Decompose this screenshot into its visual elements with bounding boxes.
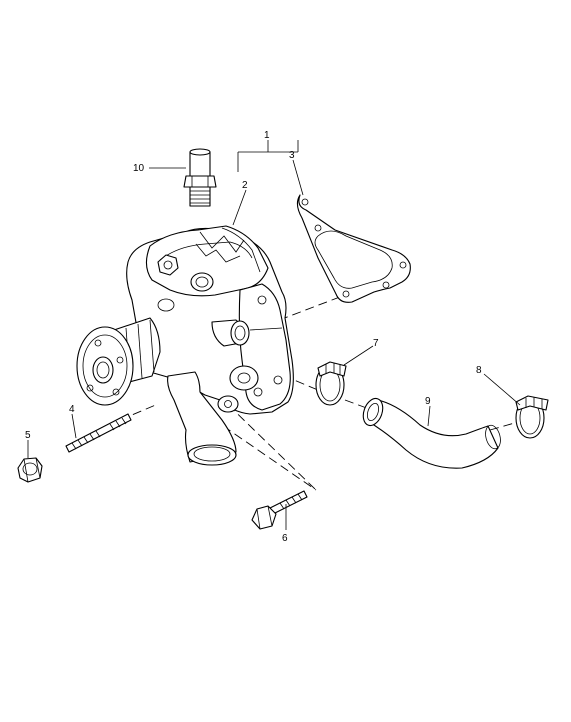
hose-clamp-part-8	[515, 395, 549, 439]
bolt-part-6	[251, 490, 308, 530]
leader-lines	[27, 140, 521, 530]
callout-1: 1	[264, 130, 270, 141]
callout-5: 5	[25, 430, 31, 441]
water-pump-part-2	[76, 225, 294, 466]
hose-part-9	[362, 397, 501, 469]
gasket-part-3	[296, 194, 411, 303]
callout-7: 7	[373, 338, 379, 349]
callout-3: 3	[289, 150, 295, 161]
callout-4: 4	[69, 404, 75, 415]
callout-2: 2	[242, 180, 248, 191]
nut-part-5	[17, 457, 43, 483]
callout-8: 8	[476, 365, 482, 376]
hose-clamp-part-7	[315, 361, 347, 406]
stud-bolt-part-4	[65, 413, 132, 453]
callout-labels: 1 2 3 4 5 6 7 8 9 10	[25, 130, 482, 544]
callout-6: 6	[282, 533, 288, 544]
callout-9: 9	[425, 396, 431, 407]
callout-10: 10	[133, 163, 145, 174]
hose-fitting-part-10	[183, 148, 217, 207]
